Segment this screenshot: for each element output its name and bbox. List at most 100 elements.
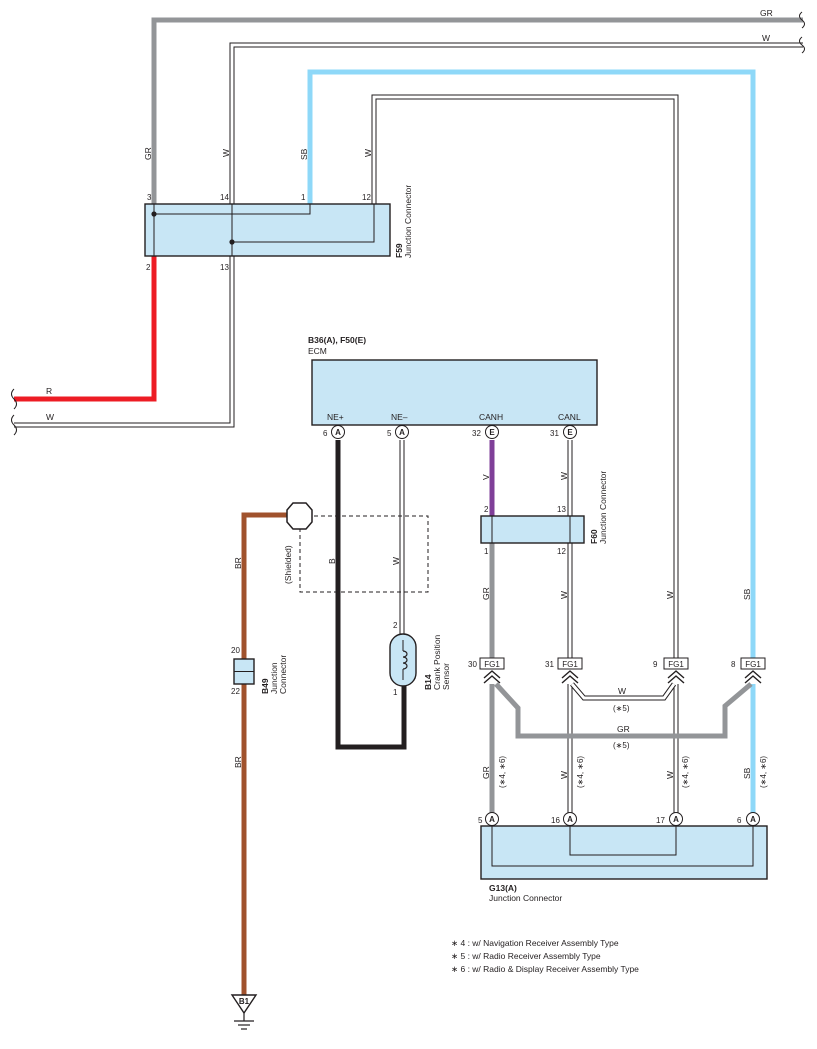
label-ne-b: B (327, 558, 337, 564)
fg1-chevron-icon (483, 670, 501, 684)
g13-pin-17: 17 A (656, 812, 683, 826)
label-f59-w: W (221, 149, 231, 157)
f60-pin-13: 13 (557, 505, 566, 514)
label-canh-v: V (481, 474, 491, 480)
ecm-code: B36(A), F50(E) (308, 335, 366, 345)
label-low-gr-note: (∗4, ∗6) (498, 756, 507, 788)
fg1-chevron-icon (561, 670, 579, 684)
g13-pin-6: 6 A (737, 812, 760, 826)
svg-text:FG1: FG1 (562, 660, 578, 669)
ground-b1: B1 (230, 994, 258, 1030)
svg-text:17: 17 (656, 816, 665, 825)
label-w-f60: W (559, 591, 569, 599)
label-top-w: W (762, 33, 770, 43)
label-top-gr: GR (760, 8, 773, 18)
label-low-w2-note: (∗4, ∗6) (681, 756, 690, 788)
ground-icon (234, 1013, 254, 1030)
svg-text:A: A (673, 815, 679, 824)
svg-text:E: E (489, 428, 495, 437)
connector-g13: 5 A 16 A 17 A 6 A G13(A) Junction Connec… (478, 812, 768, 903)
label-low-w1-note: (∗4, ∗6) (576, 756, 585, 788)
label-low-w2: W (665, 771, 675, 779)
wire-b-ne-plus (335, 440, 407, 750)
ground-code: B1 (239, 997, 250, 1006)
f60-pin-12: 12 (557, 547, 566, 556)
fg1-8: 8 FG1 (731, 657, 766, 684)
svg-text:A: A (335, 428, 341, 437)
label-low-sb: SB (742, 767, 752, 779)
fg1-chevron-icon (744, 670, 762, 684)
ecm-pin-31: 31 E (550, 425, 577, 439)
f59-pin-2: 2 (146, 263, 151, 272)
b14-code: B14 (423, 674, 433, 690)
svg-text:A: A (750, 815, 756, 824)
connector-b49: 20 22 B49 Junction Connector (231, 646, 288, 696)
svg-text:A: A (489, 815, 495, 824)
f59-pin-14: 14 (220, 193, 229, 202)
f59-pin-12: 12 (362, 193, 371, 202)
connector-f60: 2 13 1 12 F60 Junction Connector (480, 471, 608, 556)
svg-text:5: 5 (478, 816, 483, 825)
fg1-pin-31: 31 (545, 660, 554, 669)
wire-w-cross (570, 682, 677, 701)
f59-code: F59 (394, 243, 404, 258)
ecm: B36(A), F50(E) ECM NE+ NE– CANH CANL 6 A… (308, 335, 598, 439)
note-4: ∗ 4 : w/ Navigation Receiver Assembly Ty… (451, 938, 619, 948)
shield-ground-icon (286, 502, 313, 530)
b49-code: B49 (260, 678, 270, 694)
g13-pin-16: 16 A (551, 812, 577, 826)
label-canl-w: W (559, 472, 569, 480)
b49-pin-22: 22 (231, 687, 240, 696)
footnotes: ∗ 4 : w/ Navigation Receiver Assembly Ty… (451, 938, 639, 974)
f59-pin-3: 3 (147, 193, 152, 202)
label-w-long: W (665, 591, 675, 599)
wire-w-left (14, 256, 235, 428)
b49-pin-20: 20 (231, 646, 240, 655)
g13-code: G13(A) (489, 883, 517, 893)
ecm-pin-5: 5 A (387, 425, 409, 439)
b14-name-2: Sensor (441, 663, 451, 690)
wire-labels: GR W GR W SB W R W B W V W GR W W SB BR … (46, 8, 773, 788)
shielded-label: (Shielded) (283, 545, 293, 584)
label-gr-f60: GR (481, 587, 491, 600)
ecm-name: ECM (308, 346, 327, 356)
f60-code: F60 (589, 529, 599, 544)
label-cross-w-note: (∗5) (613, 704, 630, 713)
g13-pin-5: 5 A (478, 812, 499, 826)
label-left-r: R (46, 386, 52, 396)
b14-pin-1: 1 (393, 688, 398, 697)
svg-text:E: E (567, 428, 573, 437)
label-low-sb-note: (∗4, ∗6) (759, 756, 768, 788)
svg-text:6: 6 (737, 816, 742, 825)
fg1-pin-9: 9 (653, 660, 658, 669)
fg1-9: 9 FG1 (653, 657, 689, 684)
f59-name: Junction Connector (403, 185, 413, 258)
ecm-terminal-ne-plus: NE+ (327, 412, 344, 422)
label-left-w: W (46, 412, 54, 422)
fg1-pin-30: 30 (468, 660, 477, 669)
note-5: ∗ 5 : w/ Radio Receiver Assembly Type (451, 951, 601, 961)
svg-text:A: A (567, 815, 573, 824)
wire-sb-long (307, 69, 756, 662)
b49-name-2: Connector (278, 655, 288, 694)
svg-text:A: A (399, 428, 405, 437)
label-low-gr: GR (481, 766, 491, 779)
svg-text:6: 6 (323, 429, 328, 438)
label-low-w1: W (559, 771, 569, 779)
f59-pin-1: 1 (301, 193, 306, 202)
label-f59-gr: GR (143, 147, 153, 160)
svg-text:FG1: FG1 (668, 660, 684, 669)
label-cross-gr-note: (∗5) (613, 741, 630, 750)
wire-break-right-icon (799, 11, 805, 54)
wire-r-left (14, 256, 157, 402)
b14-name-1: Crank Position (432, 634, 442, 690)
f60-pin-2: 2 (484, 505, 489, 514)
label-br-top: BR (233, 557, 243, 569)
svg-text:5: 5 (387, 429, 392, 438)
label-ne-w: W (391, 557, 401, 565)
wire-br (241, 512, 287, 995)
wire-w-long (371, 94, 679, 662)
g13-name: Junction Connector (489, 893, 562, 903)
ecm-pin-6: 6 A (323, 425, 345, 439)
